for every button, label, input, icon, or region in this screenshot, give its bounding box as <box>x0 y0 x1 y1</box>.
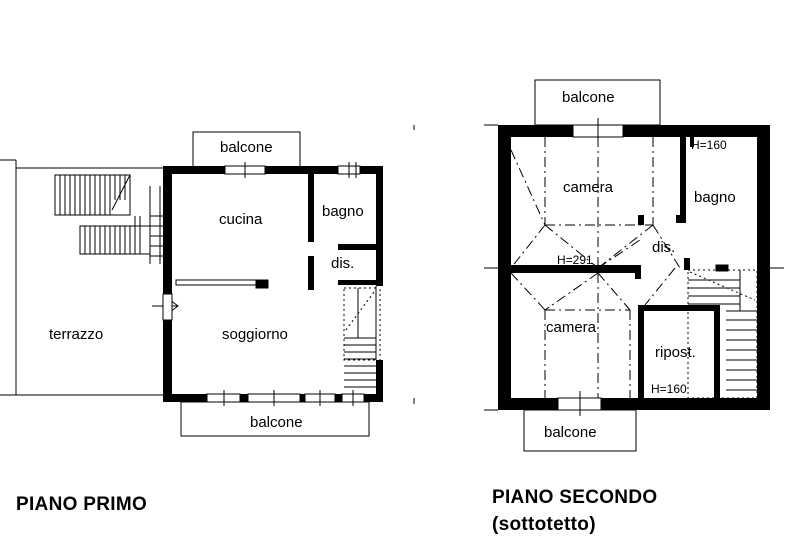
label-balcone-top-second: balcone <box>562 89 615 106</box>
label-camera-bottom: camera <box>546 319 597 336</box>
floor-plan-first: balcone cucina bagno dis. soggiorno terr… <box>0 131 383 515</box>
label-dis-first: dis. <box>331 255 354 272</box>
label-balcone-bottom-second: balcone <box>544 424 597 441</box>
floor-plan-second: balcone camera bagno dis. camera ripost.… <box>484 79 784 535</box>
title-piano-primo: PIANO PRIMO <box>16 494 147 515</box>
balcony-bottom-second <box>523 409 637 452</box>
height-ripost: H=160 <box>651 382 687 396</box>
internal-staircase-first <box>343 174 381 394</box>
internal-staircase-second <box>687 269 758 399</box>
label-balcone-top-first: balcone <box>220 139 273 156</box>
label-balcone-bottom-first: balcone <box>250 414 303 431</box>
label-camera-top: camera <box>563 179 614 196</box>
label-dis-second: dis. <box>652 239 675 256</box>
height-center: H=291 <box>557 253 593 267</box>
label-bagno-second: bagno <box>694 189 736 206</box>
windows-second <box>484 118 784 416</box>
label-bagno-first: bagno <box>322 203 364 220</box>
windows-first <box>162 162 365 406</box>
roof-lines-top <box>510 137 681 269</box>
height-bagno: H=160 <box>691 138 727 152</box>
label-ripost: ripost. <box>655 344 696 361</box>
external-staircase <box>54 174 165 264</box>
balcony-bottom-first <box>180 401 370 437</box>
label-cucina: cucina <box>219 211 263 228</box>
title-piano-secondo: PIANO SECONDO <box>492 487 657 508</box>
terrace-outline <box>0 159 165 396</box>
roof-lines-bottom <box>510 267 676 398</box>
subtitle-sottotetto: (sottotetto) <box>492 514 596 535</box>
label-terrazzo: terrazzo <box>49 326 103 343</box>
interior-walls-first <box>175 166 376 290</box>
interior-walls-second <box>511 137 729 398</box>
label-soggiorno: soggiorno <box>222 326 288 343</box>
